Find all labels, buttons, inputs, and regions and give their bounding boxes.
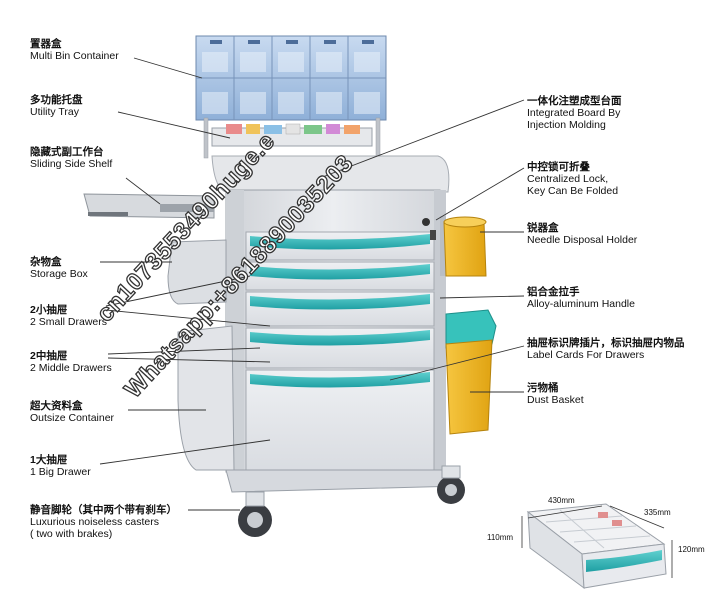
label-cn: 置器盒 [30,38,62,50]
label-en: Dust Basket [527,394,584,406]
label-cn: 1大抽屉 [30,454,68,466]
label-integrated-board: 一体化注塑成型台面 Integrated Board By Injection … [527,95,622,131]
label-cn: 锐器盒 [527,222,559,234]
label-en: Luxurious noiseless casters [30,516,159,528]
sliding-side-shelf [83,193,215,219]
label-en: Storage Box [30,268,88,280]
dimension-width: 430mm [548,496,575,505]
label-en-2: ( two with brakes) [30,528,113,540]
leader-lines [99,57,525,511]
label-cn: 铝合金拉手 [527,286,580,298]
needle-disposal-holder [440,216,487,277]
label-storage-box: 杂物盒 Storage Box [30,256,88,280]
multi-bin-container [195,35,387,121]
dust-basket [445,309,497,435]
label-label-cards: 抽屉标识牌插片，标识抽屉内物品 Label Cards For Drawers [527,337,685,361]
label-small-drawers: 2小抽屉 2 Small Drawers [30,304,107,328]
label-en: Utility Tray [30,106,80,118]
label-middle-drawers: 2中抽屉 2 Middle Drawers [30,350,112,374]
label-needle-disposal: 锐器盒 Needle Disposal Holder [527,222,637,246]
label-outsize-container: 超大资料盒 Outsize Container [30,400,114,424]
label-centralized-lock: 中控锁可折叠 Centralized Lock, Key Can Be Fold… [527,161,618,197]
label-sliding-side-shelf: 隐藏式副工作台 Sliding Side Shelf [30,146,112,170]
label-casters: 静音脚轮（其中两个带有刹车） Luxurious noiseless caste… [30,504,177,540]
label-cn: 杂物盒 [30,256,62,268]
dimension-outer-height: 120mm [678,545,705,554]
label-utility-tray: 多功能托盘 Utility Tray [30,94,83,118]
label-cn: 污物桶 [527,382,559,394]
label-en: Multi Bin Container [30,50,119,62]
dimension-inner-height: 110mm [487,533,514,542]
label-cn: 超大资料盒 [30,400,83,412]
label-dust-basket: 污物桶 Dust Basket [527,382,584,406]
label-en-2: Key Can Be Folded [527,185,619,197]
label-cn: 抽屉标识牌插片，标识抽屉内物品 [527,337,685,349]
base-casters [225,465,465,537]
label-cn: 隐藏式副工作台 [30,146,104,158]
centralized-lock [422,218,436,240]
dimension-depth: 335mm [644,508,671,517]
label-en: 2 Small Drawers [30,316,108,328]
label-en: Outsize Container [30,412,115,424]
label-handle: 铝合金拉手 Alloy-aluminum Handle [527,286,635,310]
label-en: Centralized Lock, [527,173,609,185]
label-cn: 2小抽屉 [30,304,68,316]
outsize-container [177,325,235,471]
label-big-drawer: 1大抽屉 1 Big Drawer [30,454,91,478]
label-cn: 中控锁可折叠 [527,161,590,173]
label-cn: 静音脚轮（其中两个带有刹车） [30,504,177,516]
label-en: Label Cards For Drawers [527,349,645,361]
drawer-stack [245,231,435,473]
label-en: Integrated Board By [527,107,621,119]
label-en: Sliding Side Shelf [30,158,113,170]
label-multi-bin-container: 置器盒 Multi Bin Container [30,38,119,62]
dimension-lines [521,505,673,578]
label-en: Alloy-aluminum Handle [527,298,635,310]
label-en-2: Injection Molding [527,119,606,131]
utility-tray [211,123,373,147]
label-en: 1 Big Drawer [30,466,91,478]
drawer-detail-illustration [526,503,667,590]
label-cn: 多功能托盘 [30,94,83,106]
storage-box [167,239,227,305]
label-en: Needle Disposal Holder [527,234,638,246]
label-en: 2 Middle Drawers [30,362,112,374]
label-cn: 2中抽屉 [30,350,68,362]
label-cn: 一体化注塑成型台面 [527,95,622,107]
